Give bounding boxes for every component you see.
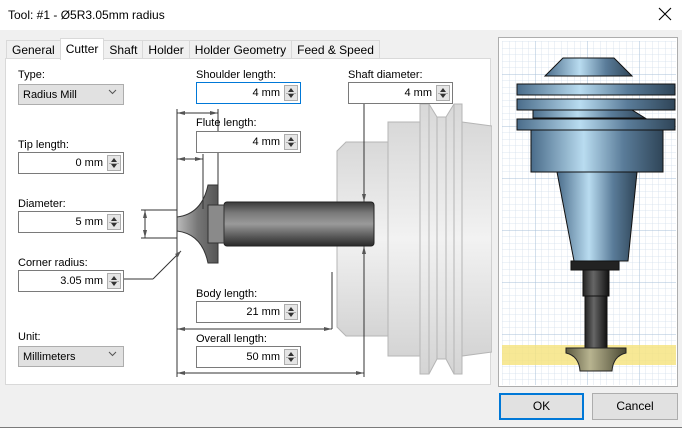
tool-preview-drawing	[502, 41, 676, 385]
tab-shaft[interactable]: Shaft	[103, 40, 144, 60]
corner-radius-value: 3.05 mm	[60, 275, 103, 287]
overall-length-input[interactable]: 50 mm	[196, 346, 301, 368]
shaft-diameter-spinner[interactable]	[436, 85, 450, 101]
shaft-diameter-input[interactable]: 4 mm	[348, 82, 453, 104]
close-button[interactable]	[656, 5, 674, 23]
shoulder-length-input[interactable]: 4 mm	[196, 82, 301, 104]
overall-length-label: Overall length:	[196, 333, 267, 345]
holder-shape	[336, 103, 492, 375]
shaft-3d	[582, 269, 610, 297]
diameter-label: Diameter:	[18, 198, 66, 210]
unit-value: Millimeters	[23, 351, 76, 363]
window-title: Tool: #1 - Ø5R3.05mm radius	[8, 8, 165, 22]
body-length-value: 21 mm	[246, 306, 280, 318]
diameter-value: 5 mm	[75, 216, 104, 228]
cutter-3d	[565, 347, 627, 372]
overall-length-value: 50 mm	[246, 351, 280, 363]
body-length-spinner[interactable]	[284, 304, 298, 320]
flute-length-label: Flute length:	[196, 117, 257, 129]
tool-preview	[498, 37, 678, 387]
flute-length-input[interactable]: 4 mm	[196, 131, 301, 153]
tip-length-label: Tip length:	[18, 139, 69, 151]
corner-radius-label: Corner radius:	[18, 257, 88, 269]
ok-button[interactable]: OK	[499, 393, 584, 420]
flute-length-value: 4 mm	[252, 136, 281, 148]
cutter-panel: Type: Radius Mill Tip length: 0 mm Diame…	[5, 58, 492, 385]
chevron-down-icon	[108, 350, 117, 358]
flute-length-spinner[interactable]	[284, 134, 298, 150]
tab-cutter[interactable]: Cutter	[59, 38, 105, 60]
corner-radius-spinner[interactable]	[107, 273, 121, 289]
tab-general[interactable]: General	[6, 40, 61, 60]
shaft-shape	[223, 201, 375, 247]
cutter-diagram	[123, 103, 492, 377]
chevron-down-icon	[108, 88, 117, 96]
title-bar: Tool: #1 - Ø5R3.05mm radius	[0, 0, 682, 30]
cancel-button[interactable]: Cancel	[592, 393, 678, 420]
close-icon	[658, 7, 672, 21]
tip-length-spinner[interactable]	[107, 155, 121, 171]
shaft-diameter-label: Shaft diameter:	[348, 69, 423, 81]
tab-feed-speed[interactable]: Feed & Speed	[291, 40, 380, 60]
shoulder-length-spinner[interactable]	[284, 85, 298, 101]
type-label: Type:	[18, 69, 45, 81]
tab-bar: General Cutter Shaft Holder Holder Geome…	[6, 38, 380, 60]
unit-label: Unit:	[18, 331, 41, 343]
type-value: Radius Mill	[23, 89, 77, 101]
unit-select[interactable]: Millimeters	[18, 346, 124, 367]
shoulder-length-label: Shoulder length:	[196, 69, 277, 81]
body-length-label: Body length:	[196, 288, 258, 300]
diameter-spinner[interactable]	[107, 214, 121, 230]
tip-length-value: 0 mm	[75, 157, 104, 169]
corner-radius-input[interactable]: 3.05 mm	[18, 270, 124, 292]
body-length-input[interactable]: 21 mm	[196, 301, 301, 323]
shoulder-length-value: 4 mm	[252, 87, 281, 99]
type-select[interactable]: Radius Mill	[18, 84, 124, 105]
tab-holder-geometry[interactable]: Holder Geometry	[188, 40, 293, 60]
dimension-arrows	[143, 111, 366, 375]
holder-3d	[516, 57, 676, 271]
diameter-input[interactable]: 5 mm	[18, 211, 124, 233]
tab-holder[interactable]: Holder	[142, 40, 190, 60]
shaft-diameter-value: 4 mm	[404, 87, 433, 99]
overall-length-spinner[interactable]	[284, 349, 298, 365]
tip-length-input[interactable]: 0 mm	[18, 152, 124, 174]
